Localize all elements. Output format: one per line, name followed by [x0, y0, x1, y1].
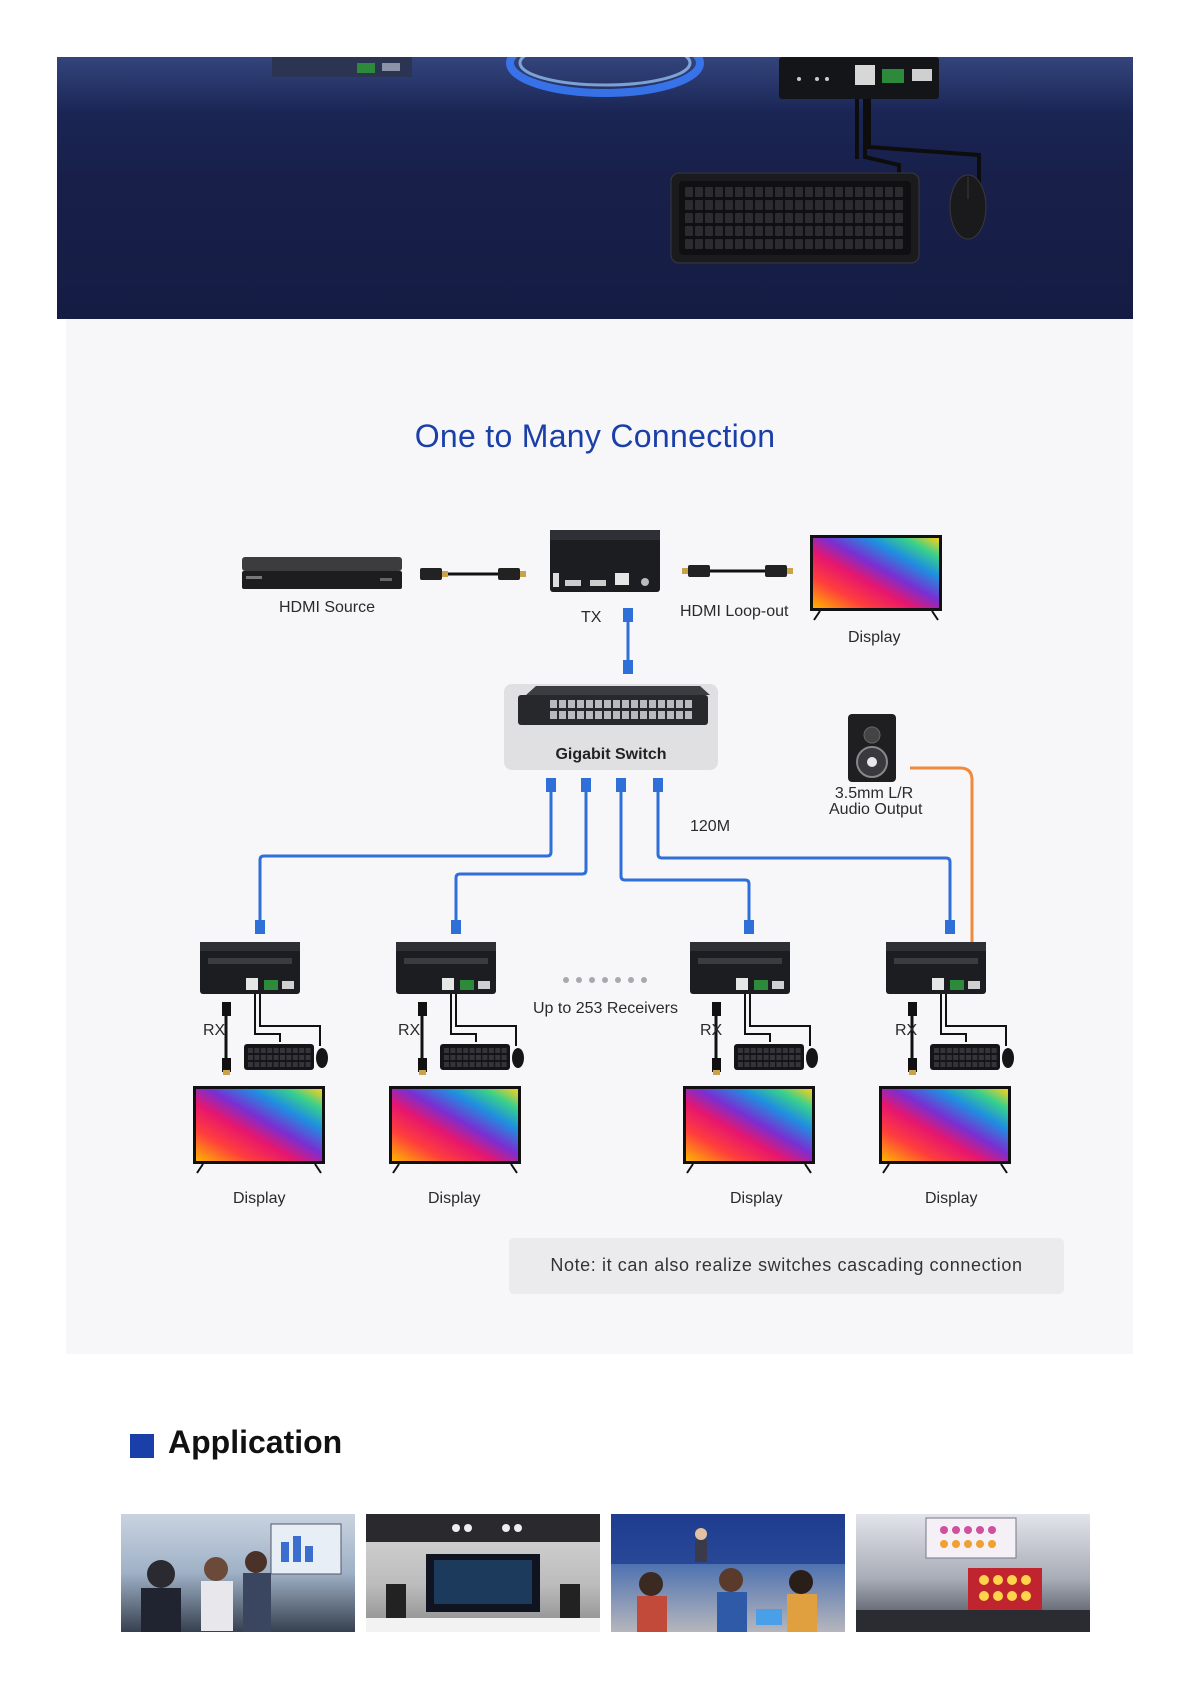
rx-label: RX [203, 1022, 226, 1039]
receiver-group [389, 942, 524, 1174]
tx-transmitter-icon [550, 530, 660, 592]
label-hdmi-loop-out: HDMI Loop-out [680, 603, 789, 620]
display-icon [389, 1086, 521, 1174]
more-receivers-dots [563, 977, 647, 983]
display-label: Display [233, 1190, 286, 1207]
display-icon [879, 1086, 1011, 1174]
rx-label: RX [398, 1022, 421, 1039]
label-hdmi-source: HDMI Source [279, 599, 376, 616]
label-receivers-count: Up to 253 Receivers [533, 1000, 678, 1017]
label-audio-output: 3.5mm L/R Audio Output [829, 785, 923, 818]
rx-label: RX [895, 1022, 918, 1039]
keyboard-icon [930, 1044, 1000, 1070]
display-label: Display [428, 1190, 481, 1207]
rx-receiver-icon [396, 942, 496, 994]
note-box: Note: it can also realize switches casca… [509, 1238, 1064, 1294]
label-tx: TX [581, 609, 602, 626]
display-icon [683, 1086, 815, 1174]
rx-receiver-icon [886, 942, 986, 994]
audio-cable [910, 766, 974, 942]
keyboard-icon [734, 1044, 804, 1070]
kvm-receiver-device [779, 57, 939, 99]
rx-receiver-icon [690, 942, 790, 994]
keyboard-icon [440, 1044, 510, 1070]
label-audio-output-line1: 3.5mm L/R [834, 785, 914, 802]
keyboard-icon [670, 172, 920, 264]
mouse-icon [1002, 1048, 1014, 1068]
mouse-icon [316, 1048, 328, 1068]
receiver-group [683, 942, 818, 1174]
mouse-icon [806, 1048, 818, 1068]
home-theater-photo [366, 1514, 600, 1632]
top-product-banner [57, 57, 1133, 319]
speaker-icon [848, 714, 896, 782]
display-label: Display [730, 1190, 783, 1207]
glow-ring [506, 57, 704, 97]
receiver-group [193, 942, 328, 1174]
label-display-top: Display [848, 629, 901, 646]
mouse-icon [949, 174, 987, 240]
label-gigabit-switch: Gigabit Switch [555, 746, 667, 763]
diagram-panel [66, 319, 1133, 1354]
hdmi-source-player-icon [242, 557, 402, 589]
mouse-icon [512, 1048, 524, 1068]
application-heading: Application [168, 1424, 343, 1460]
hdmi-cable-left [420, 568, 526, 580]
rx-label: RX [700, 1022, 723, 1039]
hdmi-cable-right [682, 565, 793, 577]
label-audio-output-line2: Audio Output [829, 801, 923, 818]
ethernet-connectors [255, 778, 955, 934]
note-text: Note: it can also realize switches casca… [550, 1255, 1023, 1275]
display-label: Display [925, 1190, 978, 1207]
gigabit-switch-device [518, 686, 710, 725]
label-cable-length: 120M [690, 818, 731, 835]
banner-illustration [272, 57, 987, 264]
rx-receiver-icon [200, 942, 300, 994]
device-edge-left [272, 57, 412, 77]
keyboard-icon [244, 1044, 314, 1070]
classroom-photo [611, 1514, 845, 1632]
ethernet-cable-tx [623, 608, 633, 674]
receiver-group [879, 942, 1014, 1174]
diagram-title: One to Many Connection [414, 418, 776, 454]
ethernet-cables-rx [258, 792, 952, 920]
application-section-marker [130, 1434, 154, 1458]
control-room-photo [856, 1514, 1090, 1632]
office-meeting-photo [121, 1514, 355, 1632]
display-top-icon [810, 535, 942, 621]
display-icon [193, 1086, 325, 1174]
